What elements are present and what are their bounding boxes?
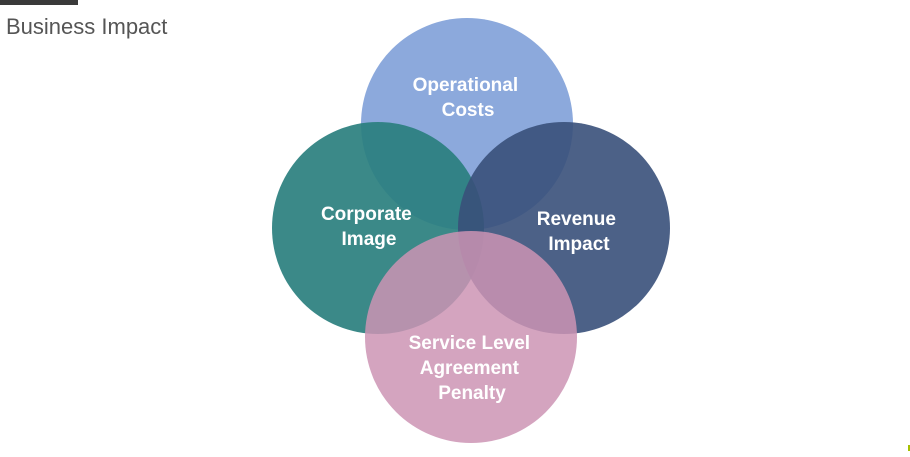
circle-sla-penalty	[365, 231, 577, 443]
corner-accent-mark	[908, 445, 910, 451]
title-fragment	[0, 0, 78, 5]
label-revenue-impact: Revenue Impact	[537, 209, 621, 255]
label-operational-costs: Operational Costs	[413, 75, 524, 121]
label-corporate-image: Corporate Image	[321, 204, 417, 250]
label-sla-penalty: Service Level Agreement Penalty	[409, 333, 536, 404]
page-subtitle: Business Impact	[6, 14, 168, 39]
